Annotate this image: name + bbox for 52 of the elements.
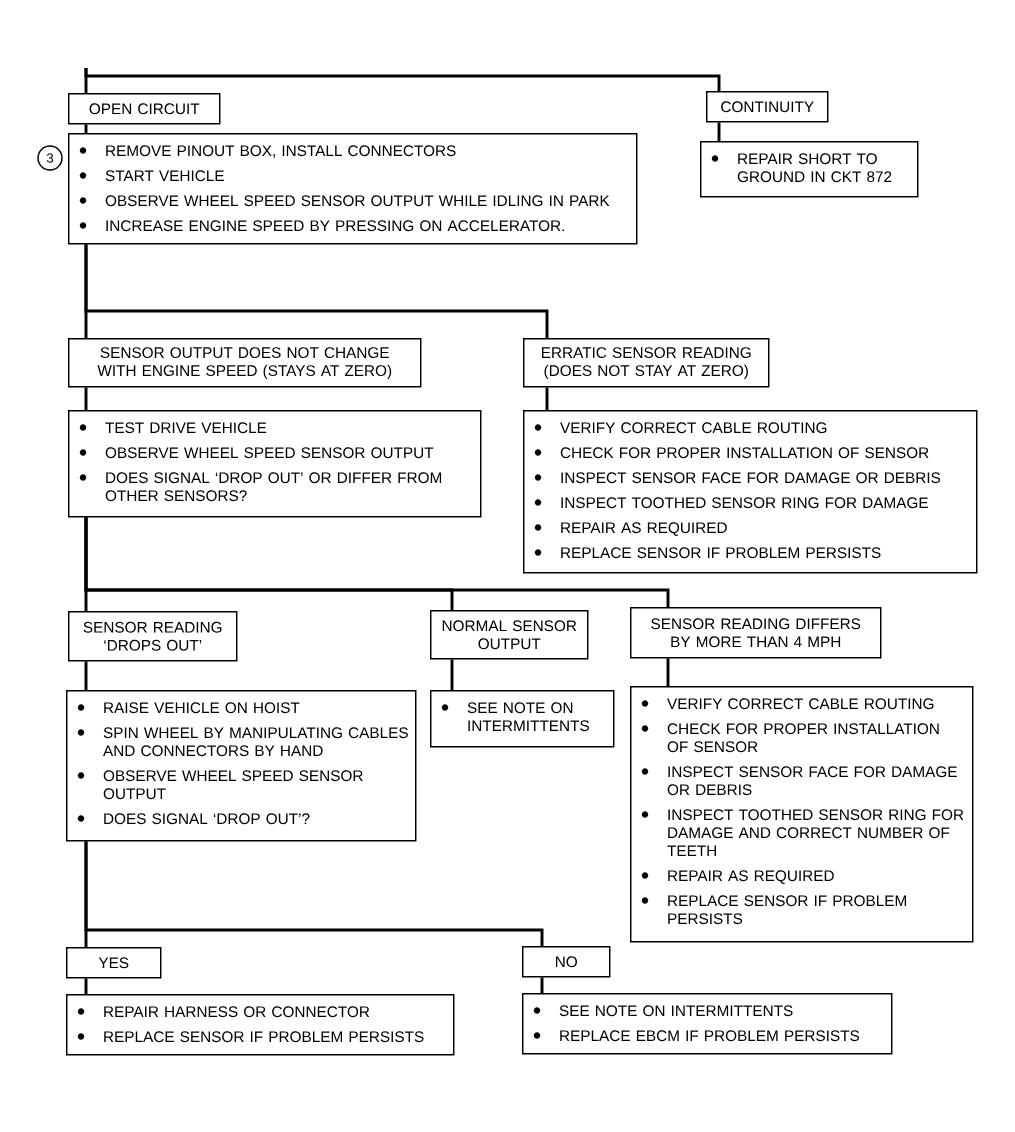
node-label: VERIFY CORRECT CABLE ROUTING	[667, 698, 934, 710]
node-label: REMOVE PINOUT BOX, INSTALL CONNECTORS	[106, 145, 456, 158]
node-label: INSPECT SENSOR FACE FOR DAMAGE OR DEBRIS	[667, 766, 957, 796]
step-box: REPAIR HARNESS OR CONNECTOR REPLACE SENSOR IF PROBLEM PERSISTS	[66, 994, 455, 1056]
connector-line	[540, 977, 544, 993]
step-box: TEST DRIVE VEHICLE OBSERVE WHEEL SPEED SENSOR OUTPUT DOES SIGNAL ‘DROP OUT’ OR DIFFER FROM OTHER SENSORS?	[68, 410, 482, 518]
callout-number: 3	[37, 145, 63, 171]
connector-line	[84, 124, 88, 133]
connector-line	[84, 978, 88, 994]
connector-line	[717, 122, 721, 141]
node-label: REPAIR AS REQUIRED	[561, 522, 727, 536]
node-label: RAISE VEHICLE ON HOIST	[104, 702, 300, 714]
node-label: INSPECT TOOTHED SENSOR RING FOR DAMAGE AND CORRECT NUMBER OF TEETH	[667, 809, 964, 857]
connector-line	[84, 517, 670, 607]
step-box: REPAIR SHORT TO GROUND IN CKT 872	[700, 141, 919, 198]
node-label: CHECK FOR PROPER INSTALLATION OF SENSOR	[667, 723, 939, 753]
connector-line	[450, 659, 454, 690]
node-label: INSPECT TOOTHED SENSOR RING FOR DAMAGE	[561, 497, 928, 509]
condition-box: SENSOR READING ‘DROPS OUT’	[68, 611, 238, 662]
node-label: START VEHICLE	[105, 170, 224, 182]
connector-line	[666, 658, 670, 686]
step-box: REMOVE PINOUT BOX, INSTALL CONNECTORS START VEHICLE OBSERVE WHEEL SPEED SENSOR OUTPUT WHILE IDLING IN PARK INCREASE ENGINE SPEED BY PRESSING ON ACCELERATOR.	[68, 133, 638, 245]
condition-box: YES	[66, 947, 162, 979]
condition-box: SENSOR READING DIFFERS BY MORE THAN 4 MPH	[630, 607, 882, 659]
node-label: OBSERVE WHEEL SPEED SENSOR OUTPUT WHILE IDLING IN PARK	[105, 195, 610, 207]
condition-box: SENSOR OUTPUT DOES NOT CHANGE WITH ENGINE SPEED (STAYS AT ZERO)	[68, 338, 422, 388]
step-box: SEE NOTE ON INTERMITTENTS	[430, 690, 615, 748]
node-label: REPLACE SENSOR IF PROBLEM PERSISTS	[561, 547, 881, 559]
condition-box: NO	[522, 946, 611, 978]
connector-line	[84, 68, 721, 91]
condition-box: NORMAL SENSOR OUTPUT	[430, 610, 589, 660]
condition-box: ERRATIC SENSOR READING (DOES NOT STAY AT ZERO)	[523, 338, 770, 388]
node-label: REPAIR AS REQUIRED	[668, 870, 834, 884]
condition-box: OPEN CIRCUIT	[68, 93, 221, 125]
node-label: REPLACE SENSOR IF PROBLEM PERSISTS	[668, 895, 906, 925]
connector-line	[545, 387, 549, 410]
condition-box: CONTINUITY	[706, 91, 829, 123]
node-label: INCREASE ENGINE SPEED BY PRESSING ON ACCELERATOR.	[106, 220, 564, 232]
node-label: INSPECT SENSOR FACE FOR DAMAGE OR DEBRIS	[561, 472, 941, 484]
node-label: VERIFY CORRECT CABLE ROUTING	[560, 422, 827, 434]
step-box: VERIFY CORRECT CABLE ROUTING CHECK FOR PROPER INSTALLATION OF SENSOR INSPECT SENSOR FACE FOR DAMAGE OR DEBRIS INSPECT TOOTHED SENSOR RING FOR DAMAGE AND CORRECT NUMBER OF TEETH REPAIR AS REQUIRED REPLACE SENSOR IF PROBLEM PERSISTS	[630, 686, 974, 943]
node-label: SPIN WHEEL BY MANIPULATING CABLES AND CONNECTORS BY HAND	[103, 727, 408, 757]
node-label: DOES SIGNAL ‘DROP OUT’?	[104, 813, 310, 825]
connector-line	[84, 387, 88, 410]
step-box: RAISE VEHICLE ON HOIST SPIN WHEEL BY MANIPULATING CABLES AND CONNECTORS BY HAND OBSERVE WHEEL SPEED SENSOR OUTPUT DOES SIGNAL ‘DROP OUT’?	[66, 690, 417, 842]
connector-line	[84, 661, 88, 690]
node-label: CHECK FOR PROPER INSTALLATION OF SENSOR	[560, 447, 929, 459]
connector-line	[84, 841, 544, 946]
step-box: SEE NOTE ON INTERMITTENTS REPLACE EBCM IF PROBLEM PERSISTS	[522, 993, 893, 1055]
step-box: VERIFY CORRECT CABLE ROUTING CHECK FOR PROPER INSTALLATION OF SENSOR INSPECT SENSOR FACE FOR DAMAGE OR DEBRIS INSPECT TOOTHED SENSOR RING FOR DAMAGE REPAIR AS REQUIRED REPLACE SENSOR IF PROBLEM PERSISTS	[523, 410, 978, 574]
connector-line	[84, 244, 549, 338]
node-label: OBSERVE WHEEL SPEED SENSOR OUTPUT	[103, 770, 363, 800]
